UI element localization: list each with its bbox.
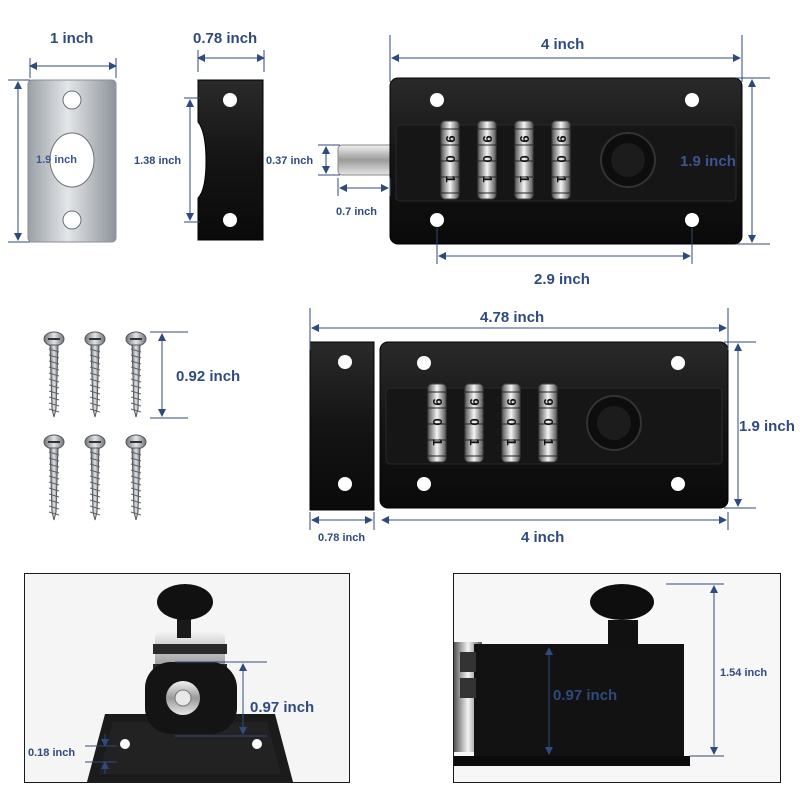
end-view-dimension-lines bbox=[85, 661, 267, 774]
end-view-photo bbox=[24, 573, 350, 783]
keeper-block bbox=[197, 79, 264, 241]
assembled-height-label: 1.9 inch bbox=[739, 418, 795, 435]
dial-digit: 1 bbox=[504, 438, 519, 445]
strike-plate-width-line bbox=[29, 58, 117, 78]
screw bbox=[84, 434, 106, 521]
strike-plate-width-label: 1 inch bbox=[50, 30, 94, 47]
bolt-diameter-label: 0.37 inch bbox=[266, 155, 314, 167]
combination-dial[interactable]: 9 0 1 bbox=[514, 120, 534, 200]
bolt-extension-line bbox=[337, 178, 391, 196]
screw bbox=[84, 331, 106, 418]
lock-assembled: 9 0 1 9 0 1 9 0 1 9 0 1 bbox=[309, 341, 729, 511]
dial-digit: 9 bbox=[480, 135, 495, 142]
dial-digit: 9 bbox=[554, 135, 569, 142]
assembled-height-line bbox=[724, 341, 756, 509]
dial-digit: 0 bbox=[443, 155, 458, 162]
strike-plate-height-line bbox=[8, 79, 30, 243]
keeper-width-label: 0.78 inch bbox=[193, 30, 258, 47]
lock-length-line bbox=[389, 35, 743, 82]
dial-digit: 0 bbox=[467, 418, 482, 425]
dial-digit: 9 bbox=[430, 398, 445, 405]
dial-digit: 9 bbox=[443, 135, 458, 142]
dial-digit: 0 bbox=[554, 155, 569, 162]
dial-digit: 1 bbox=[480, 175, 495, 182]
dial-digit: 1 bbox=[517, 175, 532, 182]
dial-digit: 0 bbox=[480, 155, 495, 162]
hole-spacing-line bbox=[436, 228, 693, 264]
dial-digit: 1 bbox=[443, 175, 458, 182]
screw-length-label: 0.92 inch bbox=[176, 368, 241, 385]
dial-digit: 9 bbox=[467, 398, 482, 405]
combination-dial[interactable]: 9 0 1 bbox=[464, 383, 484, 463]
screw-length-line bbox=[150, 331, 188, 419]
dial-digit: 1 bbox=[554, 175, 569, 182]
keeper-height-line bbox=[184, 97, 200, 223]
lock-height-label: 1.9 inch bbox=[680, 153, 736, 170]
strike-plate bbox=[27, 79, 117, 243]
side-view-dimension-lines bbox=[545, 583, 724, 757]
dial-digit: 0 bbox=[517, 155, 532, 162]
dial-digit: 0 bbox=[504, 418, 519, 425]
assembled-body-label: 4 inch bbox=[521, 529, 565, 546]
screw bbox=[125, 434, 147, 521]
combination-dial[interactable]: 9 0 1 bbox=[477, 120, 497, 200]
keeper-depth-label: 0.97 inch bbox=[250, 699, 315, 716]
assembled-keeper-label: 0.78 inch bbox=[318, 532, 366, 544]
assembled-body-line bbox=[381, 512, 729, 530]
hole-spacing-label: 2.9 inch bbox=[534, 271, 590, 288]
lock-height-line bbox=[736, 77, 770, 245]
dial-digit: 1 bbox=[467, 438, 482, 445]
keeper-height-label: 1.38 inch bbox=[134, 155, 182, 167]
keeper-width-line bbox=[197, 50, 265, 72]
bolt-extension-label: 0.7 inch bbox=[336, 206, 377, 218]
screw-set bbox=[43, 331, 147, 521]
dial-digit: 1 bbox=[430, 438, 445, 445]
body-depth-label: 0.97 inch bbox=[553, 687, 618, 704]
dial-digit: 9 bbox=[541, 398, 556, 405]
lock-body-top: 9 0 1 9 0 1 9 0 1 9 0 1 bbox=[337, 77, 743, 245]
dial-digit: 0 bbox=[541, 418, 556, 425]
bolt-diameter-line bbox=[318, 144, 340, 176]
combination-dial[interactable]: 9 0 1 bbox=[427, 383, 447, 463]
assembled-length-line bbox=[309, 308, 729, 350]
assembled-keeper-line bbox=[309, 512, 375, 530]
screw bbox=[43, 434, 65, 521]
dial-digit: 1 bbox=[541, 438, 556, 445]
dial-digit: 9 bbox=[504, 398, 519, 405]
combination-dial[interactable]: 9 0 1 bbox=[440, 120, 460, 200]
dial-digit: 0 bbox=[430, 418, 445, 425]
base-thickness-label: 0.18 inch bbox=[28, 747, 76, 759]
dial-digit: 9 bbox=[517, 135, 532, 142]
combination-dial[interactable]: 9 0 1 bbox=[501, 383, 521, 463]
screw bbox=[43, 331, 65, 418]
side-view-photo bbox=[453, 573, 781, 783]
lock-length-label: 4 inch bbox=[541, 36, 585, 53]
screw bbox=[125, 331, 147, 418]
total-depth-label: 1.54 inch bbox=[720, 667, 768, 679]
assembled-length-label: 4.78 inch bbox=[480, 309, 545, 326]
combination-dial[interactable]: 9 0 1 bbox=[538, 383, 558, 463]
strike-plate-height-label: 1.9 inch bbox=[36, 154, 77, 166]
combination-dial[interactable]: 9 0 1 bbox=[551, 120, 571, 200]
